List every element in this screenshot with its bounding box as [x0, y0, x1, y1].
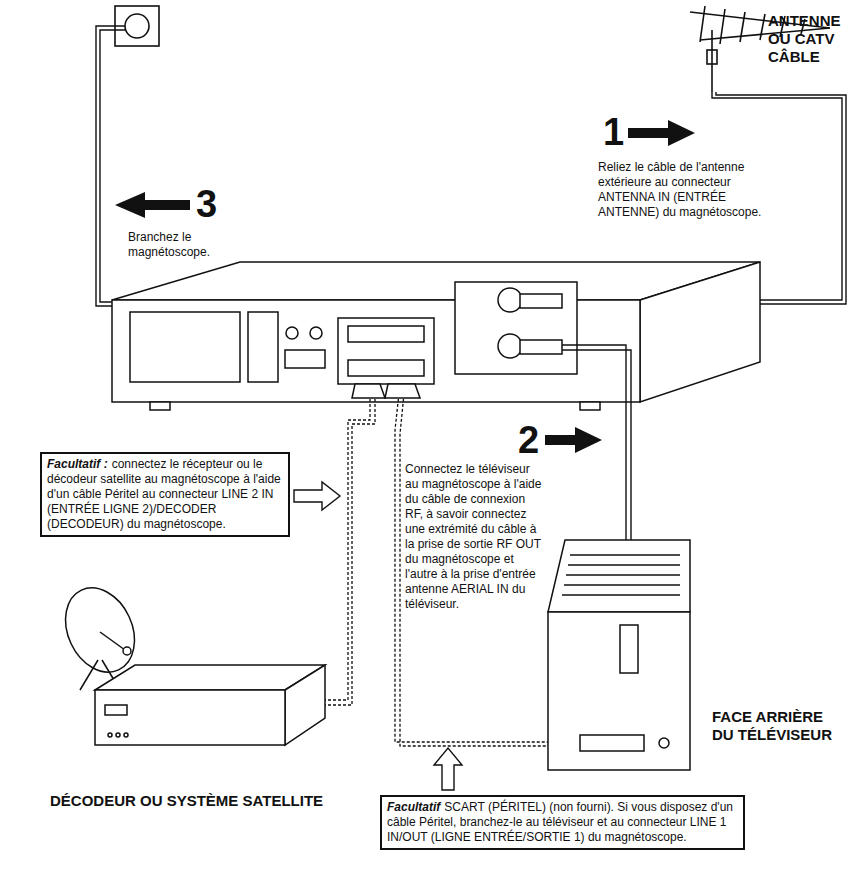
note-heading: Facultatif : [47, 457, 108, 471]
callout-number: 3 [196, 184, 226, 224]
note-heading: Facultatif [387, 800, 440, 814]
instruction-text: Reliez le câble de l'antenne extérieure … [598, 160, 783, 220]
scart-plugs [352, 384, 420, 398]
power-cord [96, 26, 135, 306]
callout-number: 2 [518, 420, 548, 460]
callout-number: 1 [603, 112, 633, 152]
tv-rear [548, 540, 690, 770]
note-box: Facultatif :connectez le récepteur ou le… [40, 452, 290, 537]
note-box: FacultatifSCART (PÉRITEL) (non fourni). … [380, 795, 745, 850]
vcr-rear [112, 262, 760, 410]
device-label: DÉCODEUR OU SYSTÈME SATELLITE [50, 792, 340, 810]
scart-cables [325, 384, 560, 746]
device-label: ANTENNE OU CATV CÂBLE [768, 12, 858, 66]
instruction-text: Branchez le magnétoscope. [128, 230, 243, 260]
device-label: FACE ARRIÈRE DU TÉLÉVISEUR [712, 708, 842, 744]
instruction-text: Connectez le téléviseur au magnétoscope … [405, 462, 545, 612]
decoder-box [95, 665, 325, 745]
